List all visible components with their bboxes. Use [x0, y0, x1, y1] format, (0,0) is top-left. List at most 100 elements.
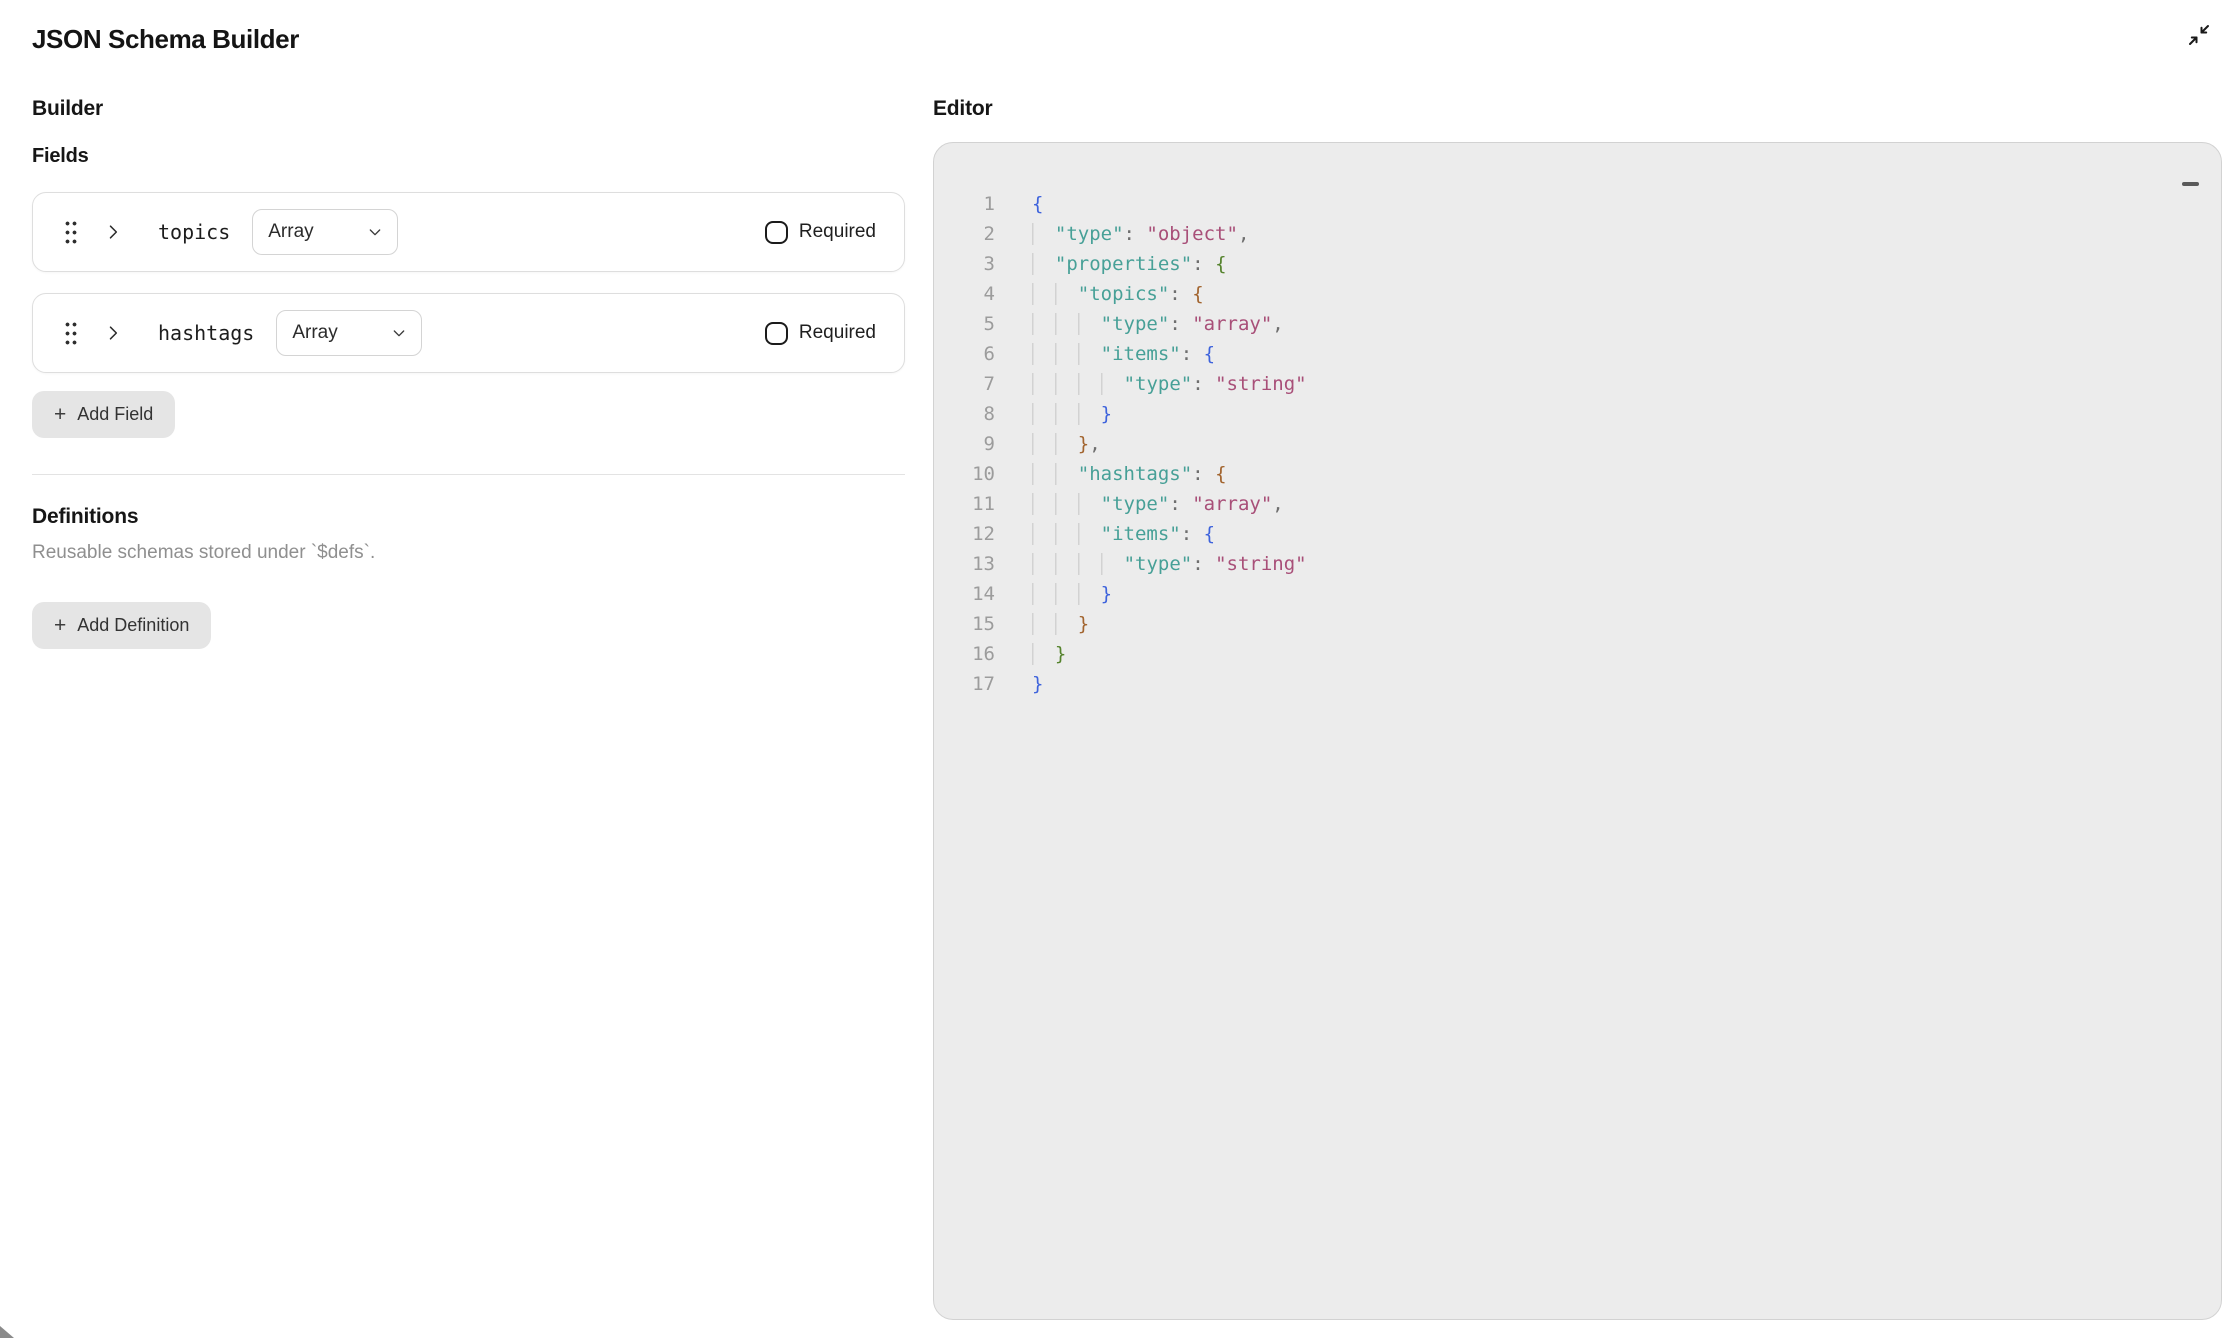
code-token: "items": [1100, 343, 1181, 365]
indent-guide: [1054, 403, 1078, 425]
code-line: 14 }: [934, 579, 2221, 609]
indent-guide: [1077, 373, 1101, 395]
code-token: :: [1180, 343, 1204, 365]
line-number: 5: [983, 313, 995, 335]
line-number: 8: [983, 403, 995, 425]
required-checkbox[interactable]: [764, 220, 788, 244]
code-token: "type": [1100, 493, 1170, 515]
line-number: 6: [983, 343, 995, 365]
code-token: }: [1077, 433, 1090, 455]
field-type-select[interactable]: Array: [276, 310, 423, 356]
indent-guide: [1077, 403, 1101, 425]
indent-guide: [1054, 583, 1078, 605]
indent-guide: [1032, 283, 1055, 305]
line-number: 7: [983, 373, 995, 395]
code-token: "array": [1192, 493, 1273, 515]
field-type-value: Array: [292, 322, 338, 343]
indent-guide: [1032, 433, 1055, 455]
field-type-select[interactable]: Array: [252, 209, 399, 255]
code-token: {: [1192, 283, 1204, 305]
chevron-right-icon: [103, 323, 123, 343]
field-name-input[interactable]: hashtags: [158, 321, 255, 345]
code-token: "string": [1215, 553, 1307, 575]
field-name-input[interactable]: topics: [158, 220, 231, 244]
plus-icon: +: [54, 614, 67, 637]
code-line: 10 "hashtags": {: [934, 459, 2221, 489]
code-token: {: [1203, 523, 1216, 545]
indent-guide: [1054, 493, 1078, 515]
code-line: 13 "type": "string": [934, 549, 2221, 579]
chevron-right-icon: [103, 222, 123, 242]
indent-guide: [1054, 553, 1078, 575]
code-line: 12 "items": {: [934, 519, 2221, 549]
indent-guide: [1032, 373, 1055, 395]
add-definition-label: Add Definition: [77, 615, 190, 635]
required-toggle[interactable]: Required: [764, 321, 876, 345]
required-checkbox[interactable]: [764, 321, 788, 345]
expand-field-button[interactable]: [102, 221, 124, 243]
code-editor[interactable]: 1{2 "type": "object",3 "properties": {4 …: [934, 189, 2221, 699]
required-toggle[interactable]: Required: [764, 220, 876, 244]
indent-guide: [1032, 313, 1055, 335]
drag-handle-icon[interactable]: [64, 319, 78, 347]
indent-guide: [1032, 343, 1055, 365]
indent-guide: [1054, 463, 1078, 485]
page-title: JSON Schema Builder: [32, 24, 299, 54]
code-token: {: [1032, 193, 1044, 215]
code-token: "properties": [1054, 253, 1193, 275]
indent-guide: [1054, 433, 1078, 455]
definitions-description: Reusable schemas stored under `$defs`.: [32, 542, 376, 563]
chevron-down-icon: [391, 325, 407, 341]
line-number: 2: [983, 223, 995, 245]
add-definition-button[interactable]: + Add Definition: [32, 602, 212, 649]
code-token: :: [1123, 223, 1147, 245]
window-collapse-button[interactable]: [2186, 22, 2212, 48]
indent-guide: [1032, 493, 1055, 515]
code-token: "string": [1215, 373, 1307, 395]
line-number: 13: [972, 553, 995, 575]
header: JSON Schema Builder: [0, 0, 2234, 72]
code-line: 6 "items": {: [934, 339, 2221, 369]
indent-guide: [1077, 553, 1101, 575]
line-number: 9: [983, 433, 995, 455]
indent-guide: [1054, 373, 1078, 395]
drag-handle-icon[interactable]: [64, 218, 78, 246]
definitions-heading: Definitions: [32, 505, 139, 528]
line-number: 1: [983, 193, 995, 215]
code-line: 1{: [934, 189, 2221, 219]
indent-guide: [1077, 313, 1101, 335]
code-token: "items": [1100, 523, 1181, 545]
code-token: ,: [1272, 313, 1284, 335]
code-token: }: [1054, 643, 1067, 665]
section-divider: [32, 474, 905, 475]
editor-panel: 1{2 "type": "object",3 "properties": {4 …: [933, 142, 2222, 1320]
line-number: 11: [972, 493, 995, 515]
line-number: 16: [972, 643, 995, 665]
code-token: {: [1203, 343, 1216, 365]
line-number: 15: [972, 613, 995, 635]
indent-guide: [1077, 493, 1101, 515]
indent-guide: [1032, 463, 1055, 485]
code-line: 3 "properties": {: [934, 249, 2221, 279]
code-line: 4 "topics": {: [934, 279, 2221, 309]
plus-icon: +: [54, 403, 67, 426]
code-token: {: [1215, 253, 1227, 275]
code-token: ,: [1237, 223, 1250, 245]
code-token: :: [1169, 283, 1193, 305]
indent-guide: [1032, 253, 1055, 275]
indent-guide: [1032, 523, 1055, 545]
code-line: 15 }: [934, 609, 2221, 639]
indent-guide: [1077, 583, 1101, 605]
indent-guide: [1032, 403, 1055, 425]
indent-guide: [1054, 613, 1078, 635]
code-token: "type": [1100, 313, 1170, 335]
code-token: "topics": [1077, 283, 1170, 305]
indent-guide: [1032, 643, 1055, 665]
expand-field-button[interactable]: [102, 322, 124, 344]
indent-guide: [1054, 343, 1078, 365]
code-token: "hashtags": [1077, 463, 1193, 485]
fields-heading: Fields: [32, 145, 89, 167]
add-field-button[interactable]: + Add Field: [32, 391, 176, 438]
editor-collapse-button[interactable]: [2175, 173, 2205, 195]
code-token: "object": [1146, 223, 1238, 245]
